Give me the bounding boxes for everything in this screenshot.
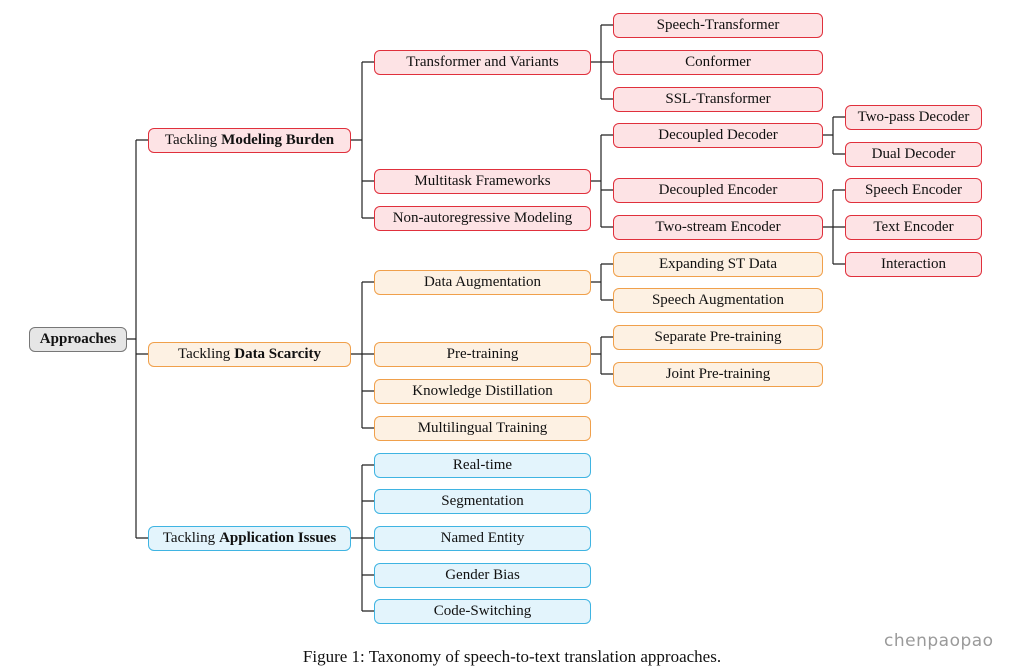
node-decoupled-encoder: Decoupled Encoder xyxy=(613,178,823,203)
node-expanding-st-data: Expanding ST Data xyxy=(613,252,823,277)
connector-pretraining xyxy=(591,336,613,375)
node-joint-pre-training: Joint Pre-training xyxy=(613,362,823,387)
node-multitask-frameworks: Multitask Frameworks xyxy=(374,169,591,194)
node-conformer: Conformer xyxy=(613,50,823,75)
node-speech-augmentation: Speech Augmentation xyxy=(613,288,823,313)
node-application-bold: Application Issues xyxy=(219,530,337,546)
node-approaches: Approaches xyxy=(29,327,127,352)
node-speech-encoder: Speech Encoder xyxy=(845,178,982,203)
node-data-bold: Data Scarcity xyxy=(234,346,322,362)
connector-decoupled-decoder xyxy=(823,116,845,155)
connector-data xyxy=(351,281,374,429)
node-knowledge-distillation: Knowledge Distillation xyxy=(374,379,591,404)
node-interaction: Interaction xyxy=(845,252,982,277)
node-text-encoder: Text Encoder xyxy=(845,215,982,240)
node-ssl-transformer: SSL-Transformer xyxy=(613,87,823,112)
node-speech-transformer: Speech-Transformer xyxy=(613,13,823,38)
node-real-time: Real-time xyxy=(374,453,591,478)
node-pre-training: Pre-training xyxy=(374,342,591,367)
node-separate-pre-training: Separate Pre-training xyxy=(613,325,823,350)
node-application-prefix: Tackling xyxy=(162,530,216,546)
node-segmentation: Segmentation xyxy=(374,489,591,514)
node-code-switching: Code-Switching xyxy=(374,599,591,624)
node-two-stream-encoder: Two-stream Encoder xyxy=(613,215,823,240)
node-modeling-prefix: Tackling xyxy=(164,132,218,148)
node-multilingual-training: Multilingual Training xyxy=(374,416,591,441)
node-decoupled-decoder: Decoupled Decoder xyxy=(613,123,823,148)
connector-lines xyxy=(127,24,845,612)
connector-two-stream xyxy=(823,189,845,265)
node-modeling-bold: Modeling Burden xyxy=(221,132,335,148)
node-gender-bias: Gender Bias xyxy=(374,563,591,588)
node-data-prefix: Tackling xyxy=(177,346,231,362)
connector-multitask xyxy=(591,134,613,228)
node-non-autoregressive: Non-autoregressive Modeling xyxy=(374,206,591,231)
watermark-text: chenpaopao xyxy=(884,631,994,651)
node-two-pass-decoder: Two-pass Decoder xyxy=(845,105,982,130)
connector-root xyxy=(127,139,148,539)
node-dual-decoder: Dual Decoder xyxy=(845,142,982,167)
connector-transformer xyxy=(591,24,613,100)
node-approaches-label: Approaches xyxy=(39,331,117,347)
node-transformer-variants: Transformer and Variants xyxy=(374,50,591,75)
node-named-entity: Named Entity xyxy=(374,526,591,551)
connector-modeling xyxy=(351,61,374,219)
connector-augmentation xyxy=(591,263,613,301)
figure-caption: Figure 1: Taxonomy of speech-to-text tra… xyxy=(302,647,722,666)
connector-application xyxy=(351,464,374,612)
node-data-augmentation: Data Augmentation xyxy=(374,270,591,295)
